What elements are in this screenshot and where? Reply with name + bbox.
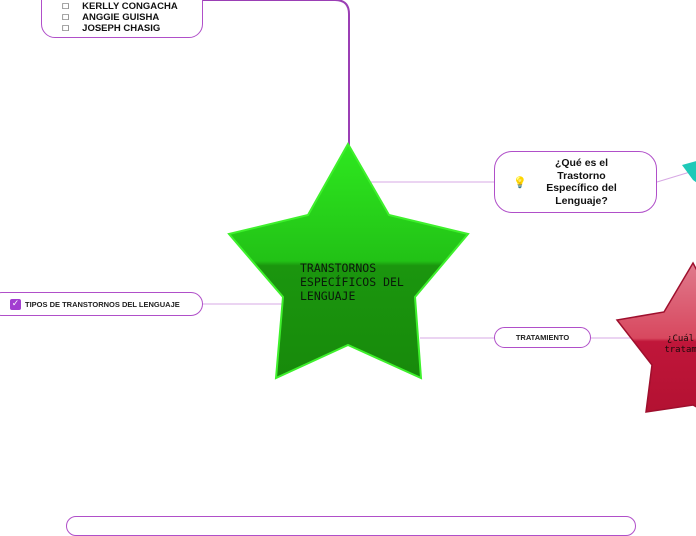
connector-lines: [203, 0, 696, 413]
author-item: ☐ ANGGIE GUISHA: [62, 12, 178, 23]
bottom-node[interactable]: [66, 516, 636, 536]
authors-node[interactable]: ☐ KERLLY CONGACHA ☐ ANGGIE GUISHA ☐ JOSEPH …: [41, 0, 203, 38]
red-star-label[interactable]: ¿Cuál e tratam ?: [664, 334, 696, 355]
connector-what-teal: [656, 171, 691, 183]
treatment-label: TRATAMIENTO: [515, 333, 570, 342]
author-item: ☐ JOSEPH CHASIG: [62, 23, 178, 34]
what-is-label: ¿Qué es el Trastorno Específico del Leng…: [546, 157, 617, 207]
author-name: JOSEPH CHASIG: [82, 23, 161, 34]
lightbulb-icon: 💡: [513, 177, 527, 189]
red-star-shape: [615, 261, 696, 413]
author-item: ☐ KERLLY CONGACHA: [62, 1, 178, 12]
what-is-node[interactable]: 💡 ¿Qué es el Trastorno Específico del Le…: [494, 151, 657, 213]
checkbox-icon: ☐: [62, 13, 70, 22]
types-label: TIPOS DE TRANSTORNOS DEL LENGUAJE: [25, 299, 180, 309]
central-topic-title[interactable]: TRANSTORNOS ESPECÍFICOS DEL LENGUAJE: [300, 261, 404, 303]
checkbox-icon: ✓: [10, 298, 21, 310]
central-star: [227, 141, 470, 380]
connector-authors: [203, 0, 350, 150]
author-name: KERLLY CONGACHA: [82, 1, 178, 12]
checkbox-icon: ☐: [62, 24, 70, 33]
teal-star-shape: [682, 161, 696, 183]
authors-list: ☐ KERLLY CONGACHA ☐ ANGGIE GUISHA ☐ JOSEPH …: [62, 1, 178, 34]
author-name: ANGGIE GUISHA: [82, 12, 160, 23]
types-node[interactable]: ✓ TIPOS DE TRANSTORNOS DEL LENGUAJE: [0, 292, 203, 316]
checkbox-icon: ☐: [62, 2, 70, 11]
treatment-node[interactable]: TRATAMIENTO: [494, 327, 591, 348]
